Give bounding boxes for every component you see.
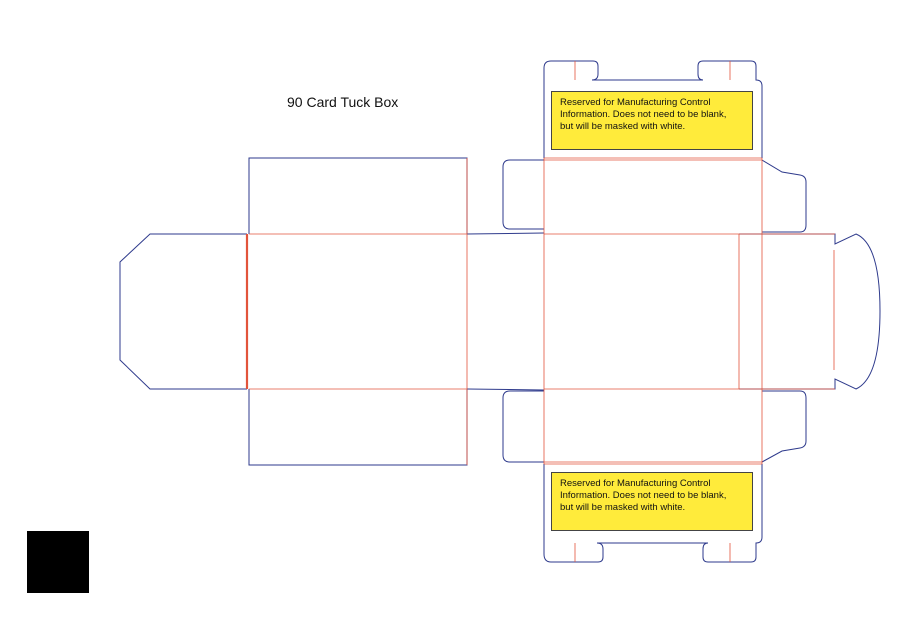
lower-dust-flap-cut bbox=[502, 390, 544, 463]
top-tuck-cut bbox=[543, 60, 763, 158]
left-bottom-flap-cut bbox=[248, 389, 468, 466]
top-connector-cut bbox=[466, 232, 545, 235]
bottom-connector-cut bbox=[466, 388, 545, 391]
upper-right-flap-cut bbox=[761, 159, 807, 233]
manufacturing-note-top: Reserved for Manufacturing Control Infor… bbox=[551, 91, 753, 150]
note-bottom-line-1: Reserved for Manufacturing Control bbox=[560, 478, 711, 489]
tuck-flap-cut bbox=[739, 233, 881, 390]
upper-dust-flap-cut bbox=[502, 159, 544, 230]
manufacturing-note-bottom: Reserved for Manufacturing Control Infor… bbox=[551, 472, 753, 531]
registration-mark bbox=[27, 531, 89, 593]
bottom-tuck-cut bbox=[543, 464, 763, 563]
left-side-flap-cut bbox=[119, 233, 247, 390]
note-top-line-3: but will be masked with white. bbox=[560, 121, 686, 132]
left-top-flap-cut bbox=[248, 157, 468, 234]
page-title: 90 Card Tuck Box bbox=[287, 94, 399, 110]
note-top-line-1: Reserved for Manufacturing Control bbox=[560, 97, 711, 108]
lower-right-flap-cut bbox=[761, 390, 807, 463]
note-bottom-line-2: Information. Does not need to be blank, bbox=[560, 490, 727, 501]
note-bottom-line-3: but will be masked with white. bbox=[560, 502, 686, 513]
note-top-line-2: Information. Does not need to be blank, bbox=[560, 109, 727, 120]
